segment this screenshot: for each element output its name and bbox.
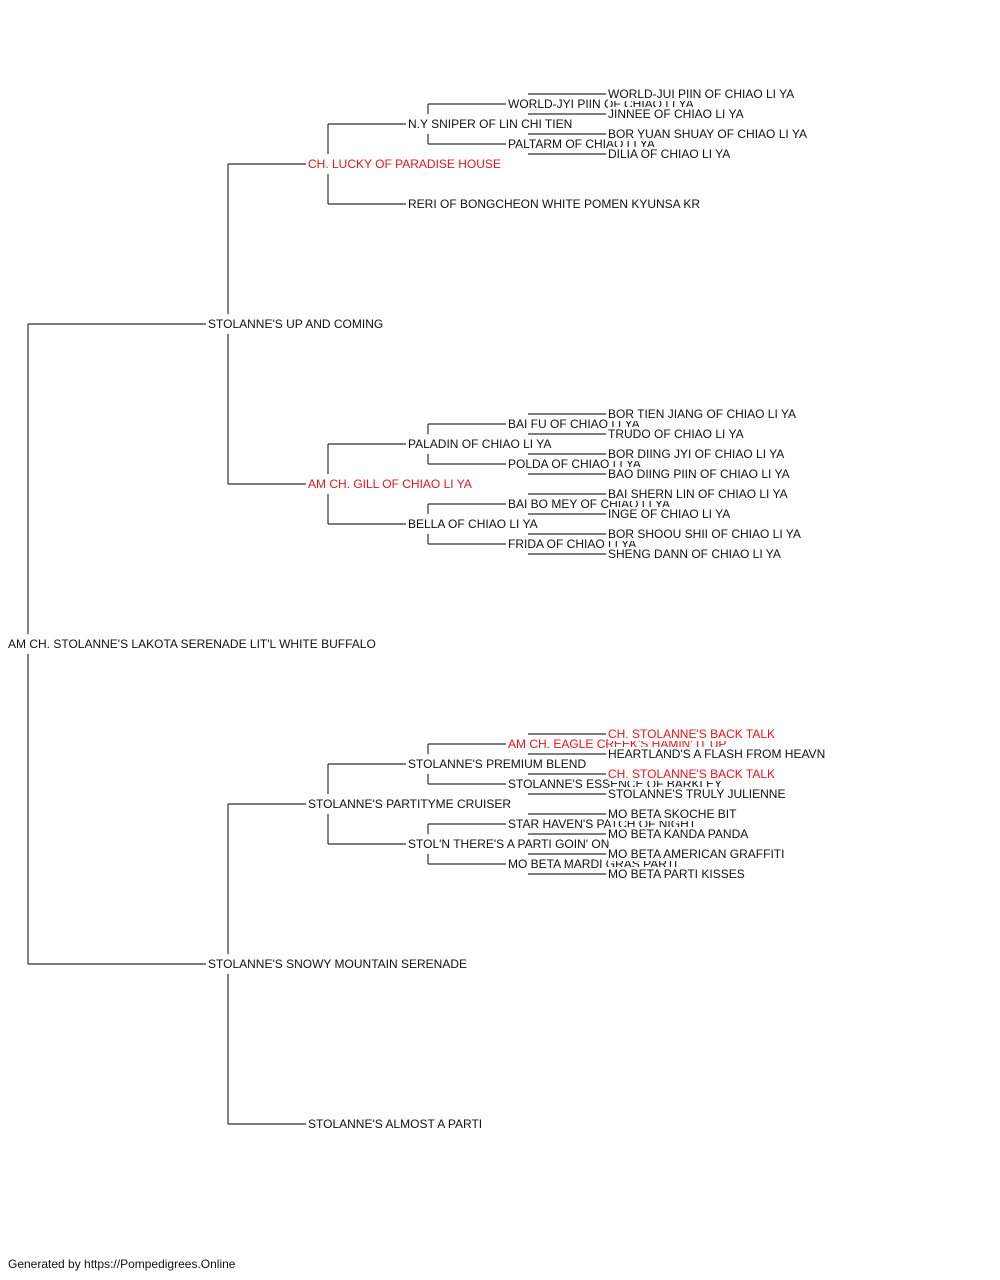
dog-name-dam: STOLANNE'S SNOWY MOUNTAIN SERENADE (208, 957, 470, 971)
dog-name-sire-dam-dam-dam-sire: BOR SHOOU SHII OF CHIAO LI YA (608, 527, 803, 541)
dog-name-sire-dam-dam: BELLA OF CHIAO LI YA (408, 517, 540, 531)
dog-name-sire-dam-dam-dam-dam: SHENG DANN OF CHIAO LI YA (608, 547, 783, 561)
dog-name-sire: STOLANNE'S UP AND COMING (208, 317, 386, 331)
dog-name-sire-dam-dam-dam: FRIDA OF CHIAO LI YA (508, 537, 639, 551)
dog-name-dam-sire-sire-dam-sire: CH. STOLANNE'S BACK TALK (608, 767, 778, 781)
dog-name-sire-sire-sire: N.Y SNIPER OF LIN CHI TIEN (408, 117, 575, 131)
dog-name-dam-sire-dam-sire-sire: MO BETA SKOCHE BIT (608, 807, 739, 821)
dog-name-sire-dam-sire-dam-sire: BOR DIING JYI OF CHIAO LI YA (608, 447, 787, 461)
dog-name-sire-dam: AM CH. GILL OF CHIAO LI YA (308, 477, 474, 491)
dog-name-sire-dam-sire-dam-dam: BAO DIING PIIN OF CHIAO LI YA (608, 467, 792, 481)
dog-name-dam-sire-sire-sire-sire: CH. STOLANNE'S BACK TALK (608, 727, 778, 741)
dog-name-dam-sire-sire: STOLANNE'S PREMIUM BLEND (408, 757, 589, 771)
dog-name-sire-dam-sire-sire-dam: TRUDO OF CHIAO LI YA (608, 427, 746, 441)
dog-name-dam-sire-dam-dam-sire: MO BETA AMERICAN GRAFFITI (608, 847, 787, 861)
dog-name-dam-sire-sire-dam-dam: STOLANNE'S TRULY JULIENNE (608, 787, 788, 801)
dog-name-dam-sire-dam: STOL'N THERE'S A PARTI GOIN' ON (408, 837, 612, 851)
dog-name-sire-dam-sire: PALADIN OF CHIAO LI YA (408, 437, 554, 451)
dog-name-dam-sire-dam-sire-dam: MO BETA KANDA PANDA (608, 827, 751, 841)
dog-name-sire-sire-sire-sire-sire: WORLD-JUI PIIN OF CHIAO LI YA (608, 87, 797, 101)
dog-name-sire-sire-dam: RERI OF BONGCHEON WHITE POMEN KYUNSA KR (408, 197, 703, 211)
dog-name-sire-dam-dam-sire-dam: INGE OF CHIAO LI YA (608, 507, 733, 521)
dog-name-dam-dam: STOLANNE'S ALMOST A PARTI (308, 1117, 485, 1131)
dog-name-dam-sire-dam-dam-dam: MO BETA PARTI KISSES (608, 867, 747, 881)
dog-name-sire-dam-sire-sire-sire: BOR TIEN JIANG OF CHIAO LI YA (608, 407, 799, 421)
dog-name-subject: AM CH. STOLANNE'S LAKOTA SERENADE LIT'L … (8, 637, 378, 651)
footer-credit: Generated by https://Pompedigrees.Online (8, 1257, 236, 1271)
dog-name-sire-sire-sire-sire-dam: JINNEE OF CHIAO LI YA (608, 107, 746, 121)
dog-name-dam-sire-sire-sire-dam: HEARTLAND'S A FLASH FROM HEAVN (608, 747, 828, 761)
dog-name-sire-sire-sire-dam-dam: DILIA OF CHIAO LI YA (608, 147, 733, 161)
dog-name-sire-sire-sire-dam-sire: BOR YUAN SHUAY OF CHIAO LI YA (608, 127, 809, 141)
dog-name-dam-sire: STOLANNE'S PARTITYME CRUISER (308, 797, 513, 811)
dog-name-sire-dam-dam-sire-sire: BAI SHERN LIN OF CHIAO LI YA (608, 487, 790, 501)
dog-name-sire-sire: CH. LUCKY OF PARADISE HOUSE (308, 157, 503, 171)
